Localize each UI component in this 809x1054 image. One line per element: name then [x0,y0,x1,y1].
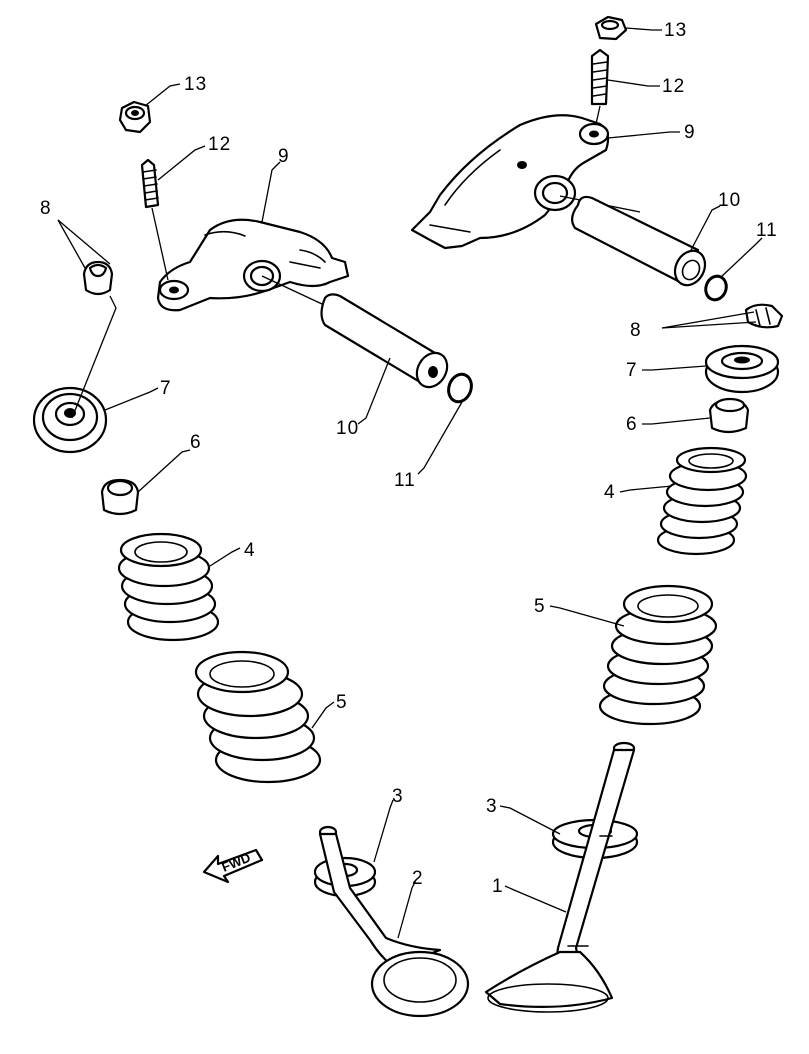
callout-8-right: 8 [630,320,642,341]
forward-direction-arrow: FWD [202,848,264,884]
callout-7-right: 7 [626,360,638,381]
callout-3-left: 3 [392,786,404,807]
callout-6-right: 6 [626,414,638,435]
callout-6-left: 6 [190,432,202,453]
valve-cotters-left [82,260,114,296]
inner-spring-right [656,446,748,556]
callout-4-right: 4 [604,482,616,503]
spring-retainer-left [32,386,108,454]
callout-1: 1 [492,876,504,897]
rocker-arm-left [156,218,350,312]
adjusting-screw-left [140,158,160,209]
rocker-shaft-left [320,293,449,389]
nut-right [594,15,628,41]
outer-spring-right [598,584,718,726]
callout-2: 2 [412,868,424,889]
spring-retainer-right [704,344,780,394]
callout-5-right: 5 [534,596,546,617]
callout-9-right: 9 [684,122,696,143]
callout-11-right: 11 [756,220,778,241]
stem-seal-right [708,397,750,434]
stem-seal-left [100,478,140,516]
o-ring-left [447,372,473,404]
rocker-shaft-right [571,195,707,287]
outer-spring-left [194,650,322,784]
rocker-arm-right [410,114,641,250]
o-ring-right [704,274,728,302]
callout-7-left: 7 [160,378,172,399]
valve-right [484,741,636,1013]
callout-13-left: 13 [184,74,207,95]
leader-lines [57,27,763,939]
callout-12-right: 12 [662,76,685,97]
callout-3-right: 3 [486,796,498,817]
callout-11-left: 11 [394,470,416,491]
valve-cotters-right [744,303,784,329]
callout-4-left: 4 [244,540,256,561]
nut-left [118,100,152,134]
inner-spring-left [117,532,220,642]
callout-5-left: 5 [336,692,348,713]
callout-12-left: 12 [208,134,231,155]
adjusting-screw-right [590,48,610,106]
valve-left [318,825,470,1018]
callout-10-right: 10 [718,190,741,211]
callout-9-left: 9 [278,146,290,167]
callout-8-left: 8 [40,198,52,219]
callout-labels: 13 12 9 8 7 6 10 11 4 5 3 2 13 12 9 10 1… [40,20,778,897]
callout-10-left: 10 [336,418,359,439]
callout-13-right: 13 [664,20,687,41]
